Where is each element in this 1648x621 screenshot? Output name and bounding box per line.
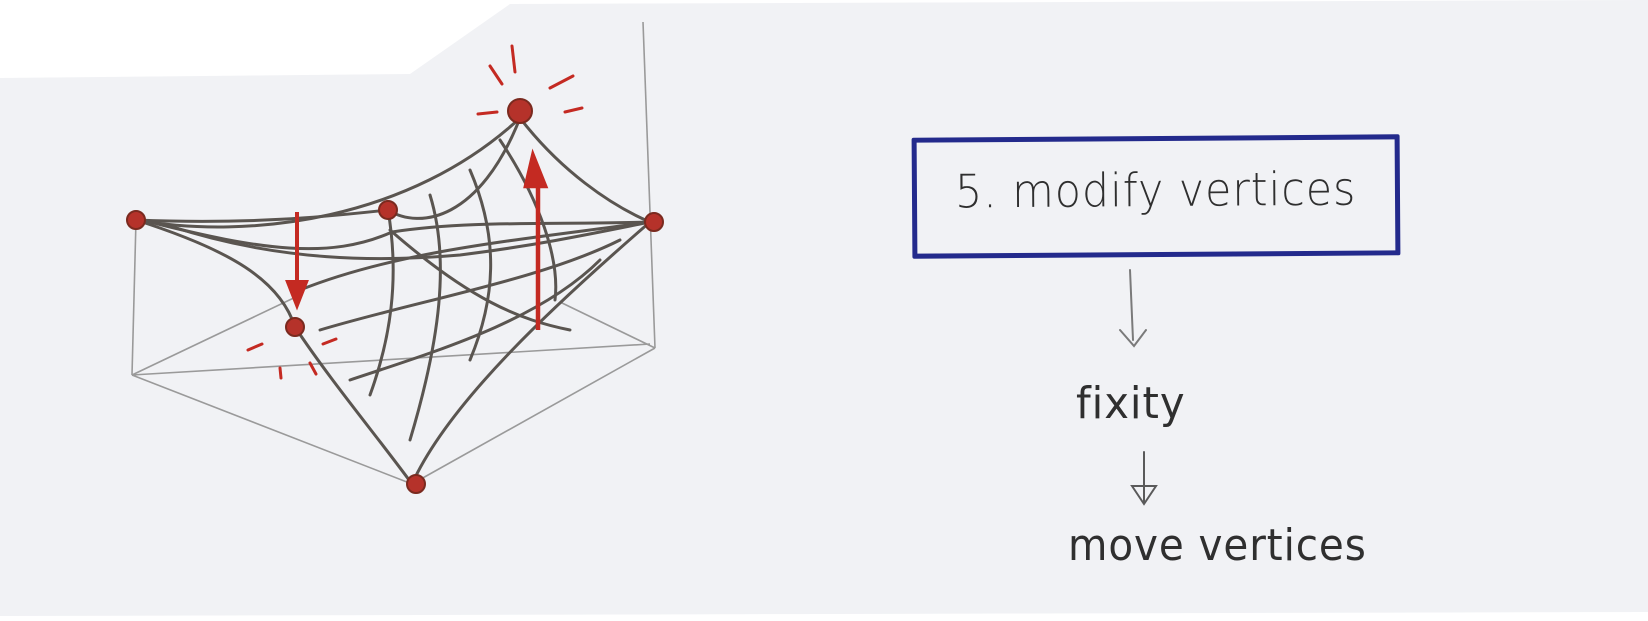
next-step-label: fixity (1076, 378, 1186, 429)
lower-arrow (285, 212, 309, 311)
surface-mesh (134, 116, 652, 486)
vertex-markers (126, 98, 664, 494)
vertex-top (507, 98, 533, 124)
vertex-left (126, 210, 146, 230)
raise-arrow (523, 148, 549, 330)
current-step-box: 5. modify vertices (911, 134, 1401, 259)
flow-arrow-2 (1130, 451, 1158, 506)
vertex-right (644, 212, 664, 232)
current-step-label: 5. modify vertices (954, 161, 1357, 219)
final-step-label: move vertices (1068, 520, 1367, 571)
flow-arrow-1 (1119, 269, 1147, 348)
sketch-guide-lines (131, 21, 656, 485)
vertex-back (378, 200, 398, 220)
vertex-lowered (285, 317, 305, 337)
vertex-front (406, 474, 426, 494)
emphasis-rays (246, 44, 584, 380)
